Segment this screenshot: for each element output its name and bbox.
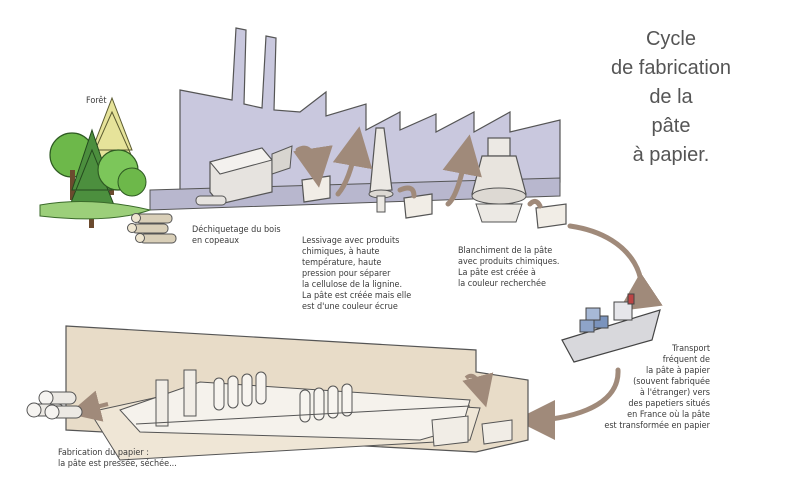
diagram-title: Cycle de fabrication de la pâte à papier… [610,28,732,166]
forest [39,96,177,244]
digester-tank-icon [368,127,394,213]
tree-icon [97,149,147,197]
paper-machine-icon [119,369,513,447]
label-blanchiment: Blanchiment de la pâte avec produits chi… [458,246,560,289]
vat-icon [403,193,433,219]
label-foret: Forêt [86,96,107,106]
label-transport: Transport fréquent de la pâte à papier (… [604,344,710,431]
chipper-machine-icon [195,145,293,206]
log-pile-icon [127,213,177,244]
label-lessivage: Lessivage avec produits chimiques, à hau… [302,236,412,312]
label-dechiquetage: Déchiquetage du bois en copeaux [192,225,281,246]
flow-arrows [293,126,663,440]
bleaching-tower-icon [471,137,527,223]
vat-icon [301,175,331,203]
cargo-ship-icon [561,293,661,363]
vat-icon [535,203,567,229]
paper-roll-icon [26,390,83,420]
label-fabrication: Fabrication du papier : la pâte est pres… [58,448,177,469]
